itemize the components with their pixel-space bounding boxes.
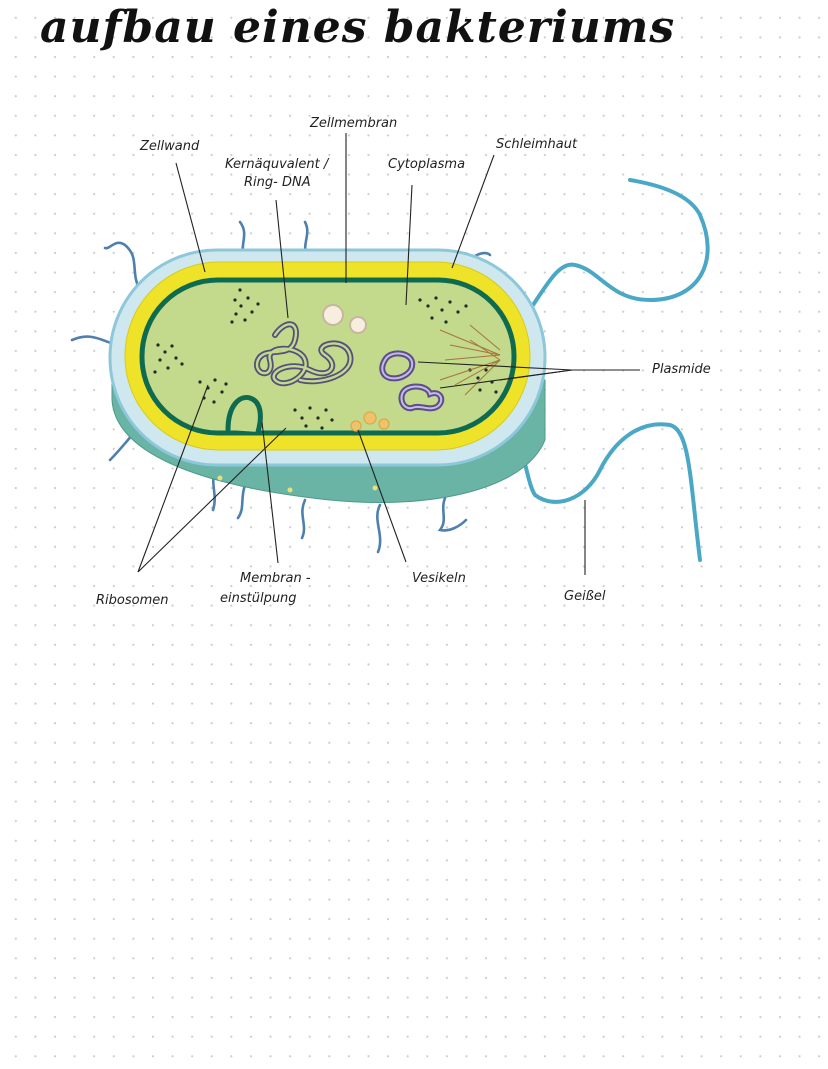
label-zellwand: Zellwand: [139, 139, 200, 154]
label-schleimhaut: Schleimhaut: [496, 137, 578, 152]
page-title: aufbau eines bakteriums: [40, 2, 676, 53]
membrane-invagination: [225, 395, 263, 435]
label-kernaequivalent-1: Kernäquvalent /: [225, 157, 330, 172]
flagellum-upper: [513, 178, 710, 332]
label-vesikeln: Vesikeln: [412, 571, 466, 586]
label-cytoplasma: Cytoplasma: [388, 157, 465, 172]
flagellum-lower: [498, 413, 702, 562]
vesicles: [217, 304, 390, 493]
label-zellmembran: Zellmembran: [309, 116, 397, 131]
leader-lines: [137, 133, 640, 575]
plasmids: [379, 350, 445, 412]
label-membraneinstuelpung-1: Membran -: [240, 571, 311, 586]
ribosome-dots: [153, 288, 498, 430]
label-kernaequivalent-2: Ring- DNA: [244, 175, 311, 190]
inner-fibres: [439, 324, 501, 396]
label-geissel: Geißel: [564, 589, 606, 604]
label-membraneinstuelpung-2: einstülpung: [220, 591, 297, 606]
label-ribosomen: Ribosomen: [96, 593, 168, 608]
label-plasmide: Plasmide: [652, 362, 711, 377]
